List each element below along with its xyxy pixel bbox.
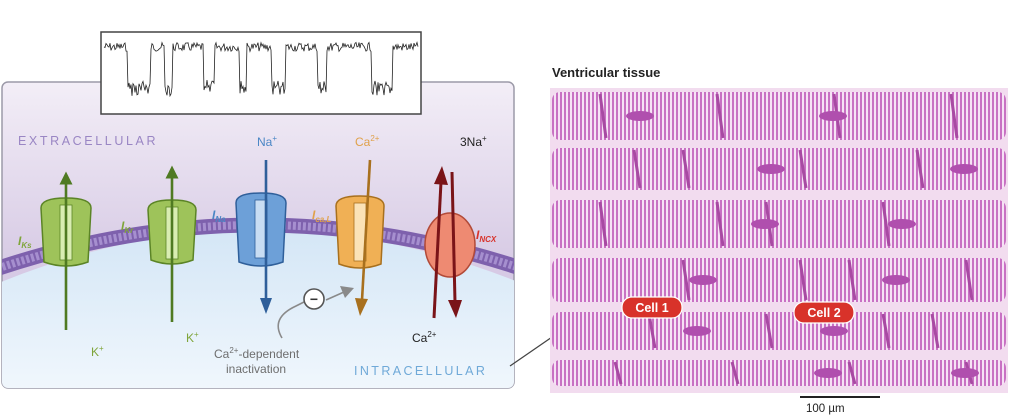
channel-recording <box>100 31 422 115</box>
intercalated-disc <box>598 201 608 247</box>
ncx-body <box>424 212 476 278</box>
inactivation-feedback: − Ca2+-dependent inactivation <box>214 286 354 376</box>
tissue-micrograph <box>550 88 1008 393</box>
ical-influx-arrow <box>360 159 372 301</box>
ncx-ca-arrowhead <box>434 166 448 185</box>
intercalated-disc <box>632 149 642 189</box>
intercalated-disc <box>681 149 691 189</box>
na3-ion-label: 3Na+ <box>460 134 487 149</box>
tissue-panel: Ventricular tissue Cell 1 Cell 2 100 µm <box>550 65 1008 415</box>
cell1-marker: Cell 1 <box>621 296 683 319</box>
feedback-arrowhead <box>340 286 354 298</box>
intercalated-disc <box>798 259 808 301</box>
intercalated-disc <box>730 361 740 385</box>
intercalated-disc <box>847 259 857 301</box>
ca-ion-label: Ca2+ <box>355 134 380 149</box>
nucleus <box>882 275 910 285</box>
intercalated-disc <box>881 313 891 349</box>
intracellular-label: INTRACELLULAR <box>354 364 487 378</box>
scale-bar-label: 100 µm <box>806 403 845 415</box>
annotation-line-1: Ca2+-dependent <box>214 346 300 361</box>
ikr-label: IKr <box>121 219 134 235</box>
current-trace <box>103 41 419 98</box>
ina-label: INa <box>212 208 226 224</box>
ikr-ion-label: K+ <box>186 330 199 345</box>
nucleus <box>951 368 979 378</box>
intercalated-disc <box>964 259 974 301</box>
intercalated-disc <box>930 313 940 349</box>
inhibition-circle <box>303 288 325 310</box>
intercalated-disc <box>847 361 857 385</box>
nucleus <box>814 368 842 378</box>
cytoplasm-region <box>2 230 514 388</box>
nucleus <box>626 111 654 121</box>
nucleus <box>689 275 717 285</box>
intercalated-disc <box>715 201 725 247</box>
ikr-channel: IKr K+ <box>121 165 199 345</box>
nucleus <box>819 111 847 121</box>
annotation-line-2: inactivation <box>226 362 286 376</box>
ncx-label: INCX <box>476 228 497 244</box>
ina-arrowhead <box>260 298 272 314</box>
cell1-label: Cell 1 <box>635 301 668 315</box>
nucleus <box>950 164 978 174</box>
ical-label: Ica,L <box>312 208 331 224</box>
intercalated-disc <box>715 93 725 139</box>
intercalated-disc <box>647 313 657 349</box>
ncx-ca-efflux-arrow <box>432 181 443 319</box>
intercalated-disc <box>949 93 959 139</box>
membrane-panel: EXTRACELLULAR INTRACELLULAR IKs K+ IKr K… <box>1 31 515 389</box>
ical-channel: Ica,L Ca2+ <box>312 134 385 316</box>
iks-label: IKs <box>18 234 32 250</box>
ina-channel: INa Na+ <box>212 134 287 314</box>
ncx-na-arrowhead <box>448 300 462 318</box>
extracellular-label: EXTRACELLULAR <box>18 134 158 148</box>
nucleus <box>888 219 916 229</box>
intercalated-disc <box>915 149 925 189</box>
nucleus <box>751 219 779 229</box>
myocyte-band <box>552 312 1006 350</box>
nucleus <box>820 326 848 336</box>
myocyte-band <box>552 258 1006 302</box>
ncx-exchanger: INCX 3Na+ Ca2+ <box>412 134 497 345</box>
iks-ion-label: K+ <box>91 344 104 359</box>
myocyte-band <box>552 92 1006 140</box>
cell1-badge <box>621 296 683 319</box>
tissue-title: Ventricular tissue <box>552 65 660 80</box>
ical-arrowhead <box>355 298 368 316</box>
na-ion-label: Na+ <box>257 134 277 149</box>
nucleus <box>683 326 711 336</box>
cell2-marker: Cell 2 <box>793 301 855 324</box>
ncx-na-influx-arrow <box>450 171 457 303</box>
myocyte-band <box>552 360 1006 386</box>
intercalated-disc <box>881 201 891 247</box>
nucleus <box>757 164 785 174</box>
iks-channel: IKs K+ <box>18 171 104 359</box>
intercalated-disc <box>681 259 691 301</box>
intercalated-disc <box>598 93 608 139</box>
feedback-arrow-line <box>325 291 345 301</box>
intercalated-disc <box>798 149 808 189</box>
intercalated-disc <box>764 313 774 349</box>
feedback-curve <box>277 301 305 339</box>
ca-efflux-ion-label: Ca2+ <box>412 330 437 345</box>
intercalated-disc <box>613 361 623 385</box>
minus-symbol: − <box>310 291 318 307</box>
cell2-label: Cell 2 <box>807 306 840 320</box>
cell2-badge <box>793 301 855 324</box>
